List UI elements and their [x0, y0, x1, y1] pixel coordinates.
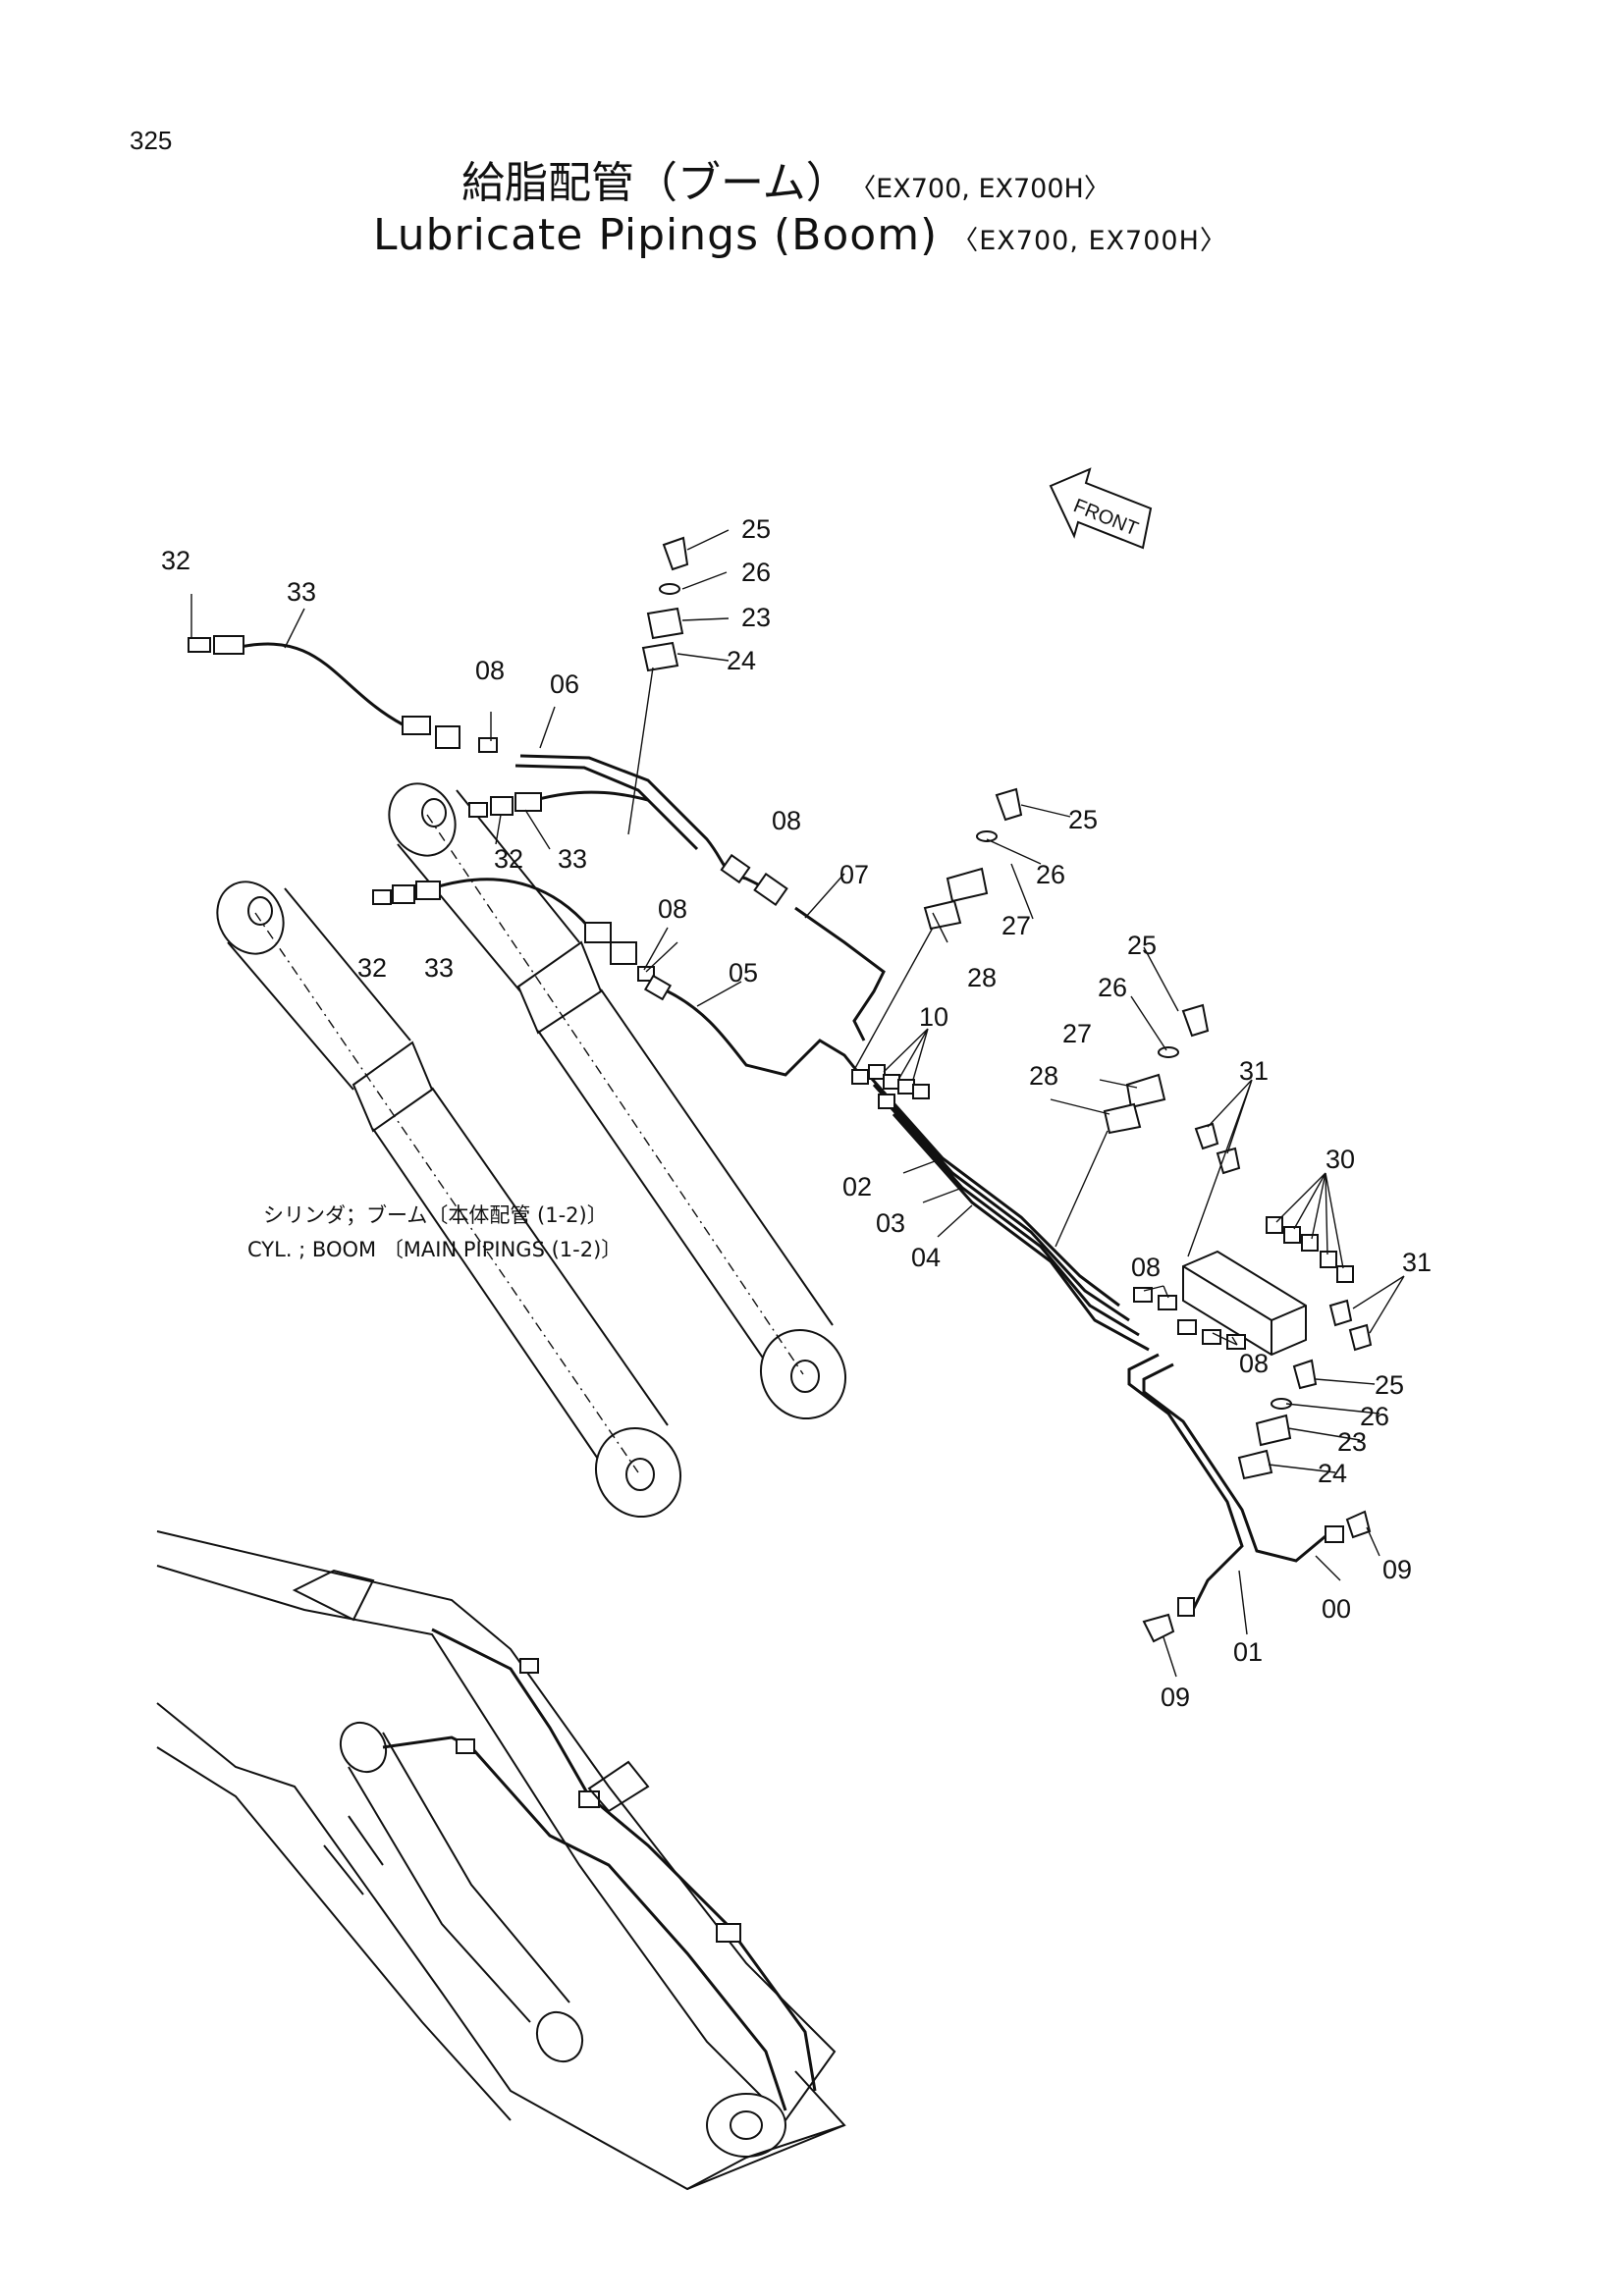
callout-30: 30: [1325, 1145, 1355, 1174]
callout-25: 25: [1375, 1370, 1404, 1400]
callout-25: 25: [1068, 805, 1098, 834]
callout-09: 09: [1382, 1555, 1412, 1584]
callout-00: 00: [1322, 1594, 1351, 1624]
hose-33-top: [188, 635, 498, 753]
callout-09: 09: [1161, 1682, 1190, 1712]
callout-08: 08: [1239, 1349, 1269, 1378]
pipe-bundle-02-03-04: [862, 1069, 1150, 1352]
distribution-block: [1133, 1122, 1373, 1357]
callout-33: 33: [287, 577, 316, 607]
clamp-set-lower: [1237, 1359, 1318, 1480]
callout-28: 28: [967, 963, 997, 992]
callout-04: 04: [911, 1243, 941, 1272]
title-en-text: Lubricate Pipings (Boom): [373, 210, 939, 260]
pipe-00-01: [1127, 1353, 1372, 1643]
callout-24: 24: [727, 646, 756, 675]
callout-31: 31: [1239, 1056, 1269, 1086]
boom-cylinder-right: [388, 782, 847, 1420]
hose-33-mid: [468, 790, 649, 818]
callout-05: 05: [729, 958, 758, 988]
callout-28: 28: [1029, 1061, 1058, 1091]
callout-31: 31: [1402, 1248, 1432, 1277]
title-en-model-suffix: 〈EX700, EX700H〉: [951, 226, 1227, 256]
callout-labels: 32 33 25 26 23 24 08 06 32 33 08 25 26 0…: [161, 514, 1432, 1712]
page-number: 325: [130, 126, 173, 155]
note-japanese: シリンダ；ブーム〔本体配管 (1-2)〕: [263, 1203, 608, 1227]
callout-03: 03: [876, 1208, 905, 1238]
callout-25: 25: [1127, 931, 1157, 960]
callout-26: 26: [741, 558, 771, 587]
callout-08: 08: [658, 894, 687, 924]
hose-33-low: [372, 878, 655, 982]
callout-33: 33: [558, 844, 587, 874]
callout-26: 26: [1036, 860, 1065, 889]
callout-32: 32: [161, 546, 190, 575]
callout-10: 10: [919, 1002, 948, 1032]
callout-02: 02: [842, 1172, 872, 1201]
leader-lines: [190, 529, 1405, 1678]
clamp-set-right: [1055, 1003, 1210, 1248]
note-english: CYL. ; BOOM 〔MAIN PIPINGS (1-2)〕: [247, 1238, 622, 1261]
boom-structure: [156, 1530, 846, 2191]
callout-27: 27: [1001, 911, 1031, 940]
callout-25: 25: [741, 514, 771, 544]
callout-24: 24: [1318, 1459, 1347, 1488]
pipe-05: [643, 974, 866, 1081]
callout-08: 08: [475, 656, 505, 685]
callout-23: 23: [1337, 1427, 1367, 1457]
page-title-english: Lubricate Pipings (Boom) 〈EX700, EX700H〉: [373, 210, 1227, 260]
front-arrow-icon: FRONT: [1049, 467, 1153, 550]
page-title-japanese: 給脂配管（ブーム） 〈EX700, EX700H〉: [461, 147, 1110, 210]
clamp-set-mid: [853, 787, 1023, 1071]
pipe-07: [794, 906, 886, 1041]
title-jp-text: 給脂配管（ブーム）: [461, 158, 849, 208]
clamp-set-top: [627, 536, 689, 835]
callout-33: 33: [424, 953, 454, 983]
callout-32: 32: [494, 844, 523, 874]
boom-cylinder-left: [216, 881, 682, 1519]
pipe-06: [514, 754, 788, 907]
callout-07: 07: [839, 860, 869, 889]
callout-06: 06: [550, 669, 579, 699]
manifold-10: [851, 1064, 930, 1109]
callout-23: 23: [741, 603, 771, 632]
callout-08: 08: [1131, 1253, 1161, 1282]
callout-27: 27: [1062, 1019, 1092, 1048]
reference-note: シリンダ；ブーム〔本体配管 (1-2)〕 CYL. ; BOOM 〔MAIN P…: [247, 1203, 622, 1261]
callout-08: 08: [772, 806, 801, 835]
callout-26: 26: [1098, 973, 1127, 1002]
callout-32: 32: [357, 953, 387, 983]
title-jp-model-suffix: 〈EX700, EX700H〉: [862, 174, 1110, 204]
callout-01: 01: [1233, 1637, 1263, 1667]
callout-26: 26: [1360, 1402, 1389, 1431]
